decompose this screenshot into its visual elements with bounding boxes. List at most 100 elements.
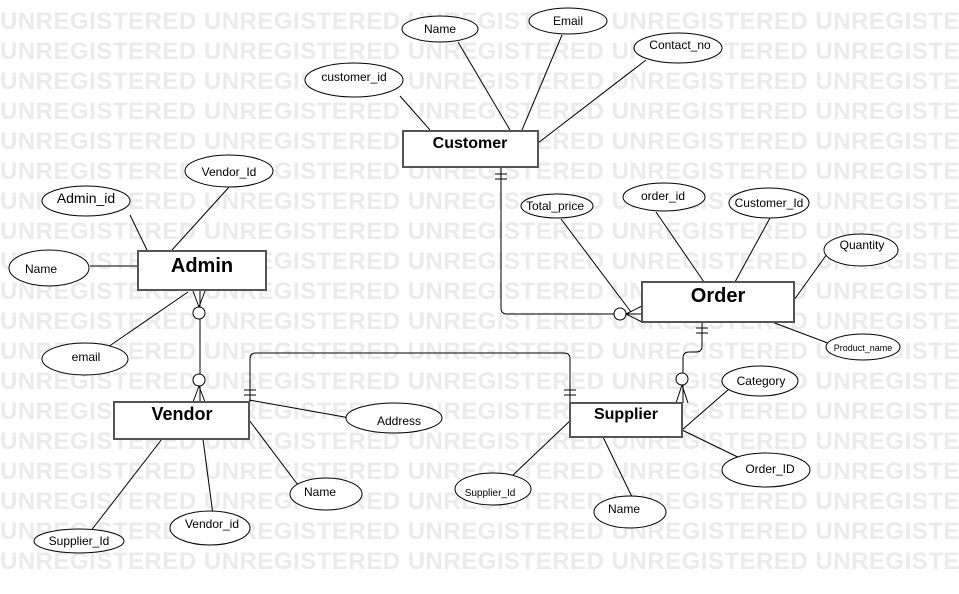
- svg-text:Supplier_Id: Supplier_Id: [465, 488, 516, 499]
- connector-line: [681, 429, 749, 463]
- crow-foot-marker: [192, 385, 200, 403]
- order-supplier-relationship: [682, 322, 703, 403]
- watermark-row: UNREGISTERED UNREGISTERED UNREGISTERED U…: [0, 518, 959, 545]
- watermark-row: UNREGISTERED UNREGISTERED UNREGISTERED U…: [0, 8, 959, 35]
- svg-text:Supplier: Supplier: [594, 406, 658, 423]
- connector-line: [457, 41, 511, 131]
- crow-foot-marker: [198, 385, 206, 403]
- attribute-admin-name: Name: [8, 249, 90, 287]
- svg-text:Name: Name: [608, 502, 640, 516]
- connector-line: [537, 59, 647, 144]
- svg-text:order_id: order_id: [641, 189, 685, 203]
- connector-line: [248, 419, 299, 486]
- connector-line: [793, 253, 828, 301]
- svg-text:Vendor: Vendor: [151, 404, 212, 424]
- attribute-connectors: [89, 34, 834, 533]
- svg-text:Address: Address: [377, 414, 421, 428]
- svg-text:Category: Category: [737, 374, 786, 388]
- attribute-supplier-category: Category: [721, 365, 799, 397]
- customer-order-relationship: [500, 167, 642, 315]
- svg-text:email: email: [72, 350, 101, 364]
- connector-line: [560, 218, 632, 313]
- optional-circle-marker: [192, 373, 206, 387]
- crow-foot-marker: [675, 384, 683, 404]
- connector-line: [681, 388, 730, 431]
- svg-text:Admin: Admin: [171, 255, 233, 277]
- crow-foot-marker: [192, 290, 200, 308]
- connector-line: [89, 438, 163, 533]
- connector-line: [771, 321, 834, 346]
- connector-line: [202, 438, 214, 516]
- attributes: Name Email Contact_no customer_id Vendor…: [8, 7, 901, 554]
- svg-text:Order: Order: [691, 285, 746, 307]
- svg-text:Quantity: Quantity: [840, 238, 885, 252]
- svg-text:Name: Name: [304, 485, 336, 499]
- attribute-admin-id: Admin_id: [41, 185, 131, 217]
- watermark-row: UNREGISTERED UNREGISTERED UNREGISTERED U…: [0, 548, 959, 575]
- entities: Customer Admin Order Vendor Supplier: [113, 130, 795, 440]
- connector-line: [655, 211, 705, 283]
- crow-foot-marker: [625, 305, 643, 315]
- watermark-row: UNREGISTERED UNREGISTERED UNREGISTERED U…: [0, 98, 959, 125]
- svg-text:Order_ID: Order_ID: [745, 462, 795, 476]
- watermark-row: UNREGISTERED UNREGISTERED UNREGISTERED U…: [0, 338, 959, 365]
- attribute-supplier-name: Name: [593, 495, 667, 529]
- svg-text:Name: Name: [424, 22, 456, 36]
- attribute-vendor-address: Address: [345, 402, 443, 434]
- svg-text:Admin_id: Admin_id: [57, 190, 115, 206]
- svg-text:Product_name: Product_name: [834, 343, 893, 353]
- watermark-row: UNREGISTERED UNREGISTERED UNREGISTERED U…: [0, 368, 959, 395]
- connector-line: [104, 291, 189, 350]
- svg-text:Supplier_Id: Supplier_Id: [49, 534, 110, 548]
- entity-customer[interactable]: Customer: [402, 130, 539, 168]
- svg-text:Vendor_Id: Vendor_Id: [202, 165, 257, 179]
- connector-line: [602, 436, 634, 500]
- entity-admin[interactable]: Admin: [137, 250, 267, 291]
- connector-line: [129, 214, 148, 251]
- optional-circle-marker: [192, 306, 206, 320]
- svg-text:customer_id: customer_id: [321, 70, 386, 84]
- attribute-order-id: order_id: [622, 182, 706, 212]
- connector-line: [521, 34, 563, 131]
- cardinality-markers: [192, 173, 708, 404]
- watermark-row: UNREGISTERED UNREGISTERED UNREGISTERED U…: [0, 38, 959, 65]
- entity-vendor[interactable]: Vendor: [113, 401, 250, 440]
- svg-text:Email: Email: [553, 14, 583, 28]
- attribute-customer-id: customer_id: [304, 62, 404, 98]
- connector-line: [734, 217, 771, 283]
- attribute-order-quantity: Quantity: [823, 233, 899, 267]
- watermark-row: UNREGISTERED UNREGISTERED UNREGISTERED U…: [0, 68, 959, 95]
- watermark-row: UNREGISTERED UNREGISTERED UNREGISTERED U…: [0, 218, 959, 245]
- vendor-supplier-relationship: [249, 352, 571, 408]
- optional-circle-marker: [675, 372, 689, 386]
- attribute-order-product-name: Product_name: [825, 333, 901, 361]
- entity-supplier[interactable]: Supplier: [569, 402, 683, 438]
- svg-text:Customer_Id: Customer_Id: [735, 196, 804, 210]
- svg-text:Name: Name: [25, 262, 57, 276]
- optional-circle-marker: [613, 307, 627, 321]
- attribute-vendor-name: Name: [289, 477, 363, 511]
- attribute-admin-vendor-id: Vendor_Id: [184, 154, 274, 188]
- attribute-vendor-supplier-id: Supplier_Id: [33, 528, 125, 554]
- connector-line: [248, 399, 351, 419]
- connector-line: [511, 417, 574, 477]
- svg-text:Total_price: Total_price: [526, 199, 584, 213]
- attribute-order-customer-id: Customer_Id: [728, 187, 810, 219]
- crow-foot-marker: [625, 313, 643, 323]
- attribute-customer-email: Email: [528, 7, 608, 35]
- attribute-customer-name: Name: [401, 15, 479, 43]
- crow-foot-marker: [681, 384, 689, 404]
- svg-text:Customer: Customer: [433, 135, 508, 152]
- connector-line: [399, 95, 431, 131]
- watermark-row: UNREGISTERED UNREGISTERED UNREGISTERED U…: [0, 308, 959, 335]
- attribute-supplier-order-id: Order_ID: [721, 452, 811, 488]
- svg-text:Vendor_id: Vendor_id: [185, 517, 239, 531]
- svg-text:Contact_no: Contact_no: [649, 38, 711, 52]
- attribute-admin-email: email: [41, 342, 129, 376]
- attribute-order-total-price: Total_price: [520, 193, 594, 219]
- attribute-supplier-supplier-id: Supplier_Id: [454, 472, 532, 506]
- attribute-customer-contact-no: Contact_no: [633, 32, 723, 64]
- crow-foot-marker: [198, 290, 206, 308]
- entity-order[interactable]: Order: [641, 281, 795, 323]
